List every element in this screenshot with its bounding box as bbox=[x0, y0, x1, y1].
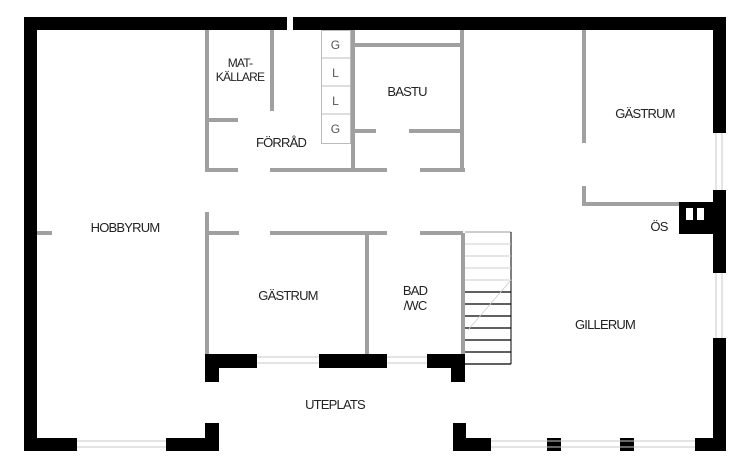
room-os: ÖS bbox=[650, 219, 668, 234]
storage-cell-label: G bbox=[330, 122, 340, 136]
storage-shelves bbox=[321, 30, 351, 144]
room-gillerum: GILLERUM bbox=[574, 317, 636, 332]
stair-break-line bbox=[467, 279, 512, 331]
room-label-line: BAD bbox=[402, 283, 428, 298]
windows bbox=[77, 133, 723, 448]
storage-cell-label: L bbox=[332, 94, 339, 108]
room-matkallare: MAT- KÄLLARE bbox=[208, 56, 272, 84]
outer-walls bbox=[24, 17, 726, 451]
room-gastrum-mid: GÄSTRUM bbox=[258, 288, 318, 303]
room-label-line: MAT- bbox=[227, 56, 253, 70]
room-uteplats: UTEPLATS bbox=[305, 397, 366, 412]
storage-cell-label: L bbox=[332, 66, 339, 80]
storage-cell-label: G bbox=[330, 38, 340, 52]
stairs bbox=[465, 231, 512, 365]
room-label-line: KÄLLARE bbox=[215, 70, 265, 84]
room-bastu: BASTU bbox=[387, 84, 427, 99]
inner-walls bbox=[37, 30, 679, 354]
room-label-line: /WC bbox=[403, 298, 428, 313]
room-forrad: FÖRRÅD bbox=[255, 135, 307, 150]
room-gastrum-top: GÄSTRUM bbox=[615, 106, 675, 121]
chimney bbox=[679, 202, 713, 234]
room-hobbyrum: HOBBYRUM bbox=[90, 220, 161, 235]
room-bad-wc: BAD /WC bbox=[390, 283, 440, 313]
